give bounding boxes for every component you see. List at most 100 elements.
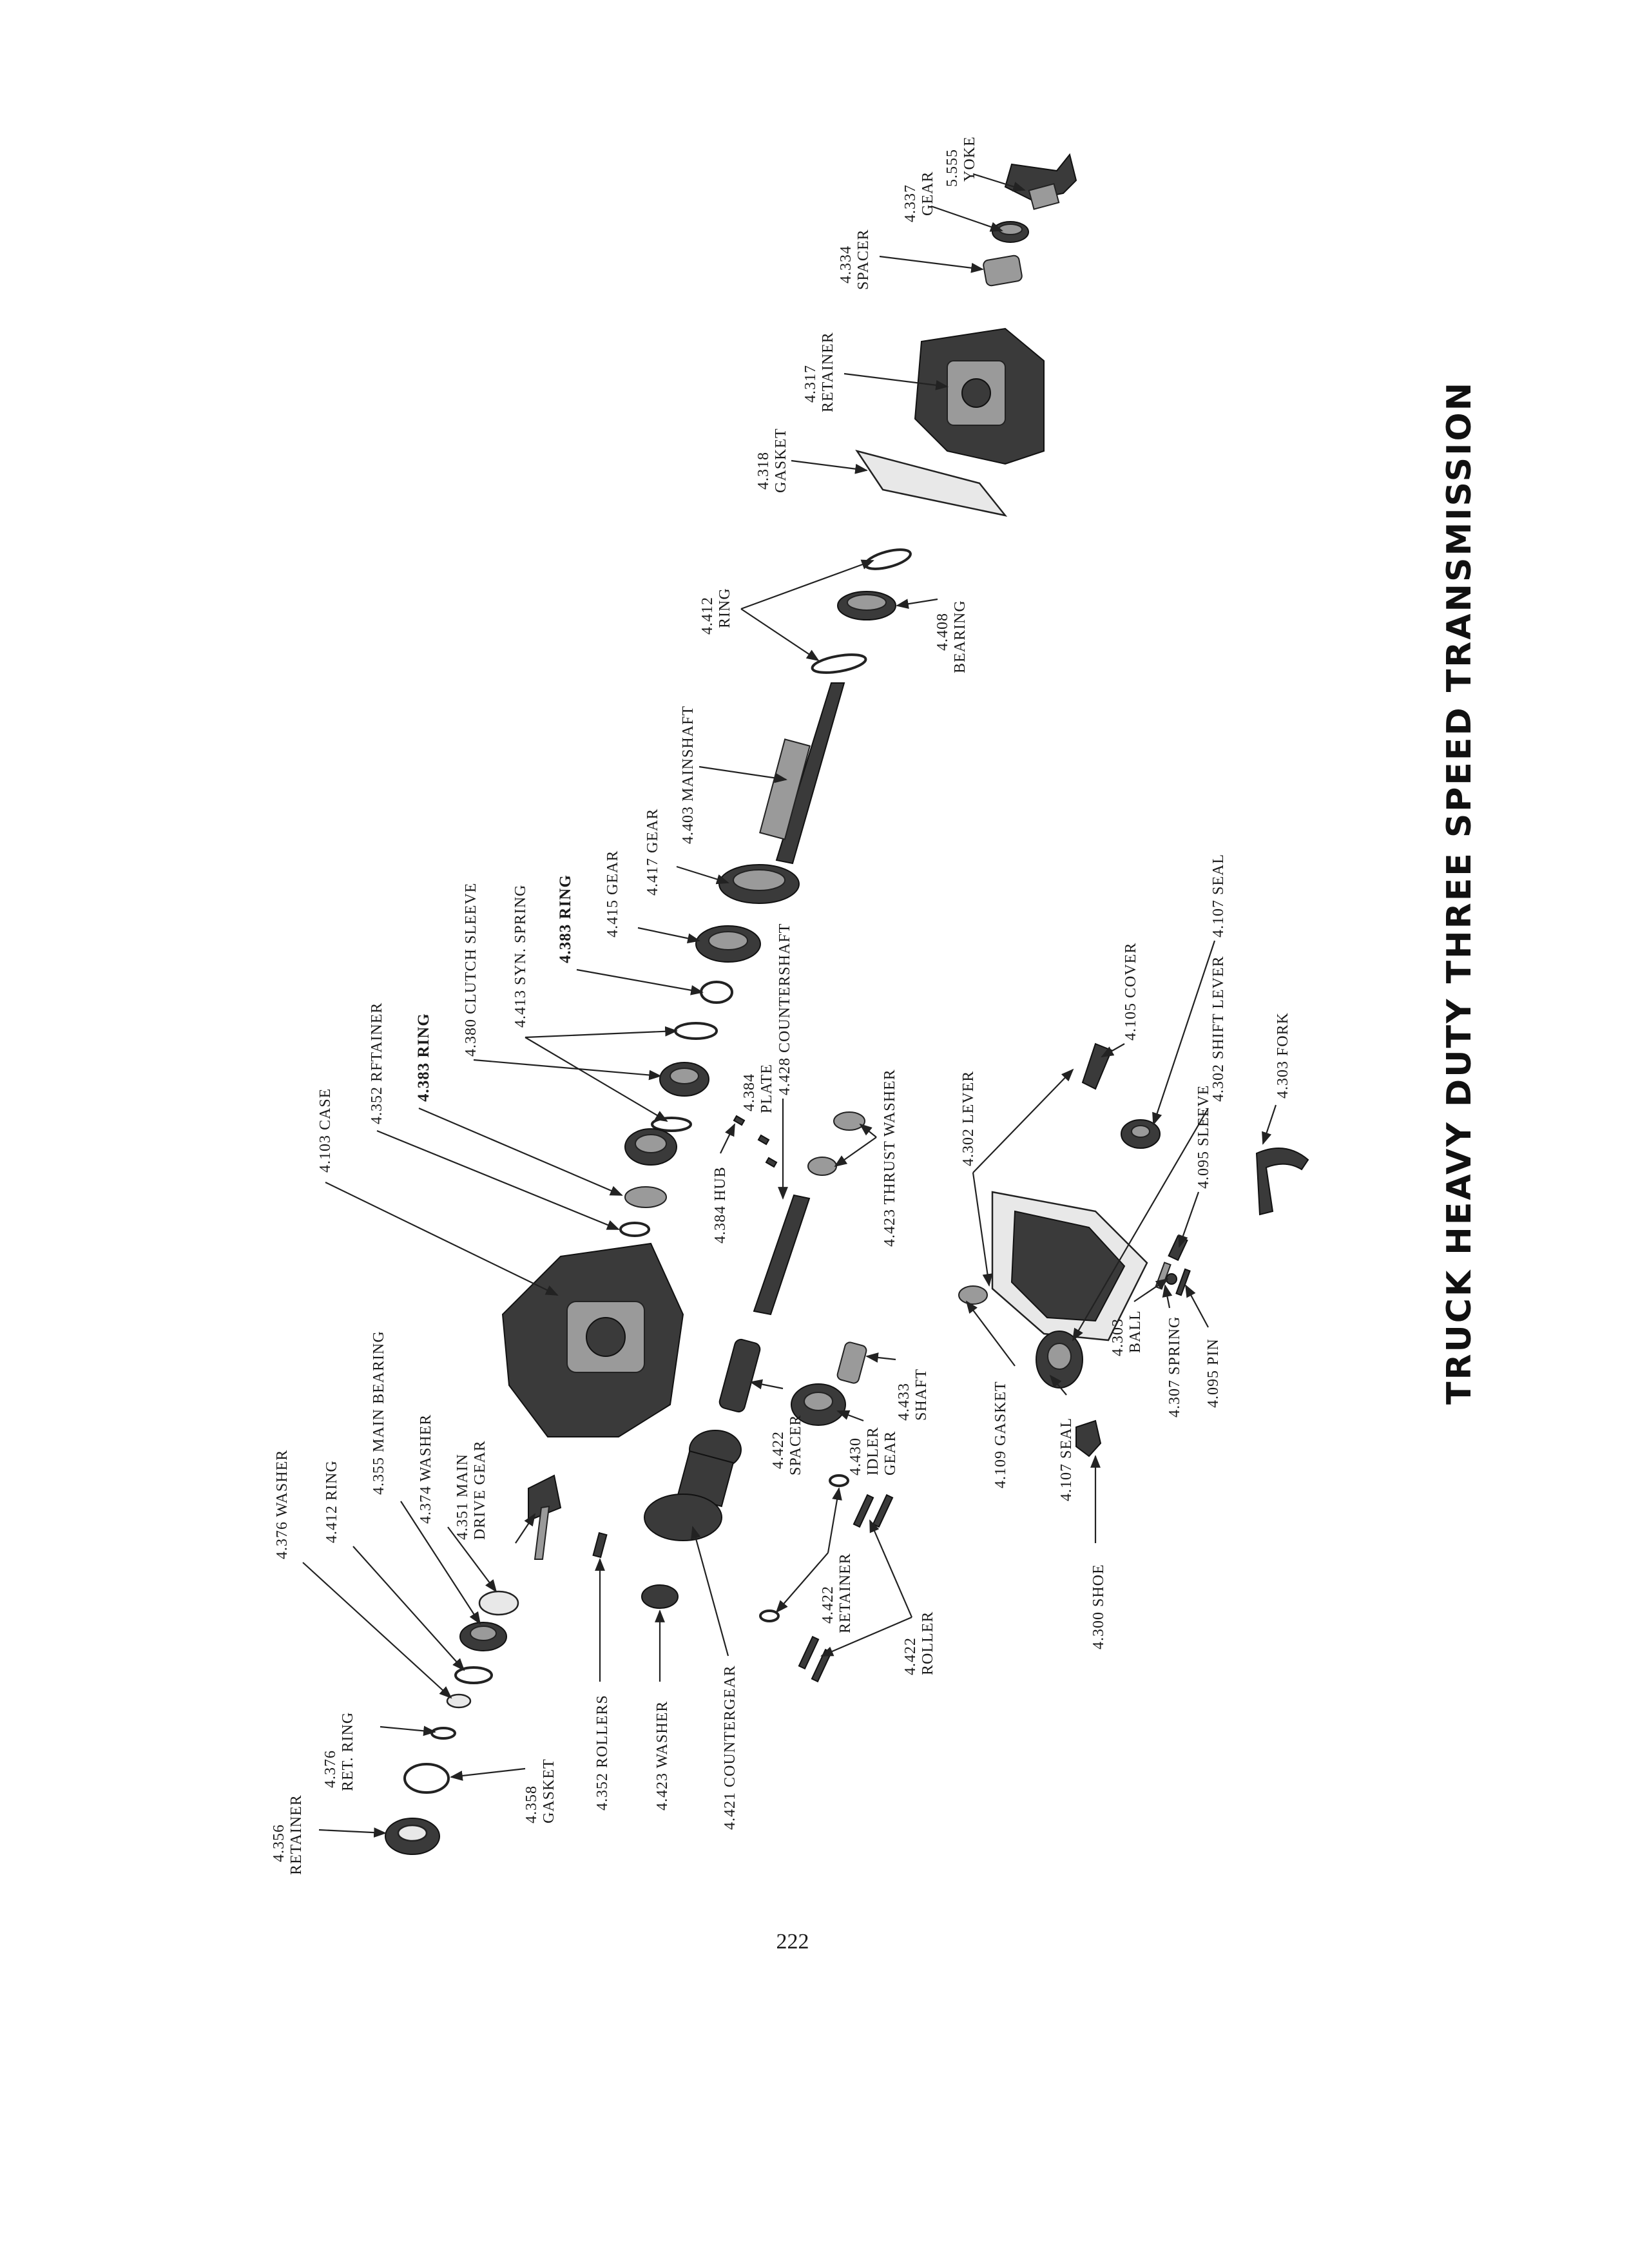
label-4337-num: 4.337 — [902, 184, 919, 222]
retainer-part-4352 — [624, 1186, 667, 1208]
label-4422-retainer-name: RETAINER — [837, 1553, 854, 1633]
label-4352-rollers: 4.352 ROLLERS — [594, 1695, 611, 1811]
label-4376-ret-num: 4.376 — [322, 1750, 339, 1788]
washer-part-4423 — [641, 1584, 679, 1609]
spacer-part-4422 — [718, 1338, 761, 1413]
lever-part-4302 — [1081, 1043, 1113, 1090]
label-4421: 4.421 COUNTERGEAR — [722, 1665, 738, 1830]
label-4412a-num: 4.412 — [699, 597, 716, 635]
label-4422-retainer-num: 4.422 — [820, 1586, 836, 1624]
hub-part-4384 — [624, 1128, 677, 1166]
label-4095-pin: 4.095 PIN — [1205, 1338, 1222, 1408]
shift-lever-part-4302 — [1036, 1331, 1083, 1389]
gear-part-4417 — [718, 864, 800, 904]
clutch-sleeve-part-4380 — [659, 1062, 709, 1097]
label-4430-name2: GEAR — [882, 1431, 899, 1475]
label-4109: 4.109 GASKET — [992, 1381, 1009, 1488]
yoke-part — [1004, 153, 1077, 210]
label-4307: 4.307 SPRING — [1166, 1316, 1183, 1418]
label-4423-washer: 4.423 WASHER — [654, 1701, 671, 1811]
case-part-4103 — [501, 1242, 684, 1437]
part-labels: 5.555 YOKE 4.337 GEAR 4.334 SPACER 4.317… — [271, 136, 1291, 1875]
label-4422-roller-num: 4.422 — [902, 1637, 919, 1675]
washer-part-4376 — [446, 1693, 472, 1709]
washer-part-4374 — [478, 1590, 519, 1616]
gasket-part-4358 — [403, 1763, 450, 1794]
label-4317-name: RETAINER — [820, 332, 836, 412]
spring-part-4413 — [674, 1022, 718, 1040]
roller-parts-4422 — [759, 1474, 894, 1683]
ring-part-4412-b — [454, 1666, 493, 1684]
ring-part-4383-lower — [619, 1222, 650, 1237]
label-4384-plate-name: PLATE — [758, 1064, 775, 1113]
label-4351-num: 4.351 MAIN — [454, 1454, 471, 1540]
label-5555-name: YOKE — [961, 136, 978, 182]
main-drive-gear-part-4351 — [528, 1474, 562, 1560]
plate-part-4384 — [733, 1115, 778, 1168]
label-4356-name: RETAINER — [288, 1794, 305, 1875]
gasket-part-4109 — [958, 1285, 988, 1305]
label-4422-roller-name: ROLLER — [920, 1611, 936, 1675]
label-4412-ring-b: 4.412 RING — [323, 1460, 340, 1543]
label-4302-lever: 4.302 LEVER — [960, 1071, 977, 1166]
label-4376-washer: 4.376 WASHER — [274, 1450, 291, 1559]
pin-part-4095 — [1175, 1268, 1191, 1296]
label-4355: 4.355 MAIN BEARING — [371, 1331, 387, 1495]
diagram-title: TRUCK HEAVY DUTY THREE SPEED TRANSMISSIO… — [1440, 381, 1479, 1405]
rollers-part-4352 — [592, 1532, 608, 1559]
seal-part-4107-upper — [1121, 1119, 1161, 1149]
label-4303-fork: 4.303 FORK — [1275, 1012, 1291, 1099]
ring-part-4383-upper — [700, 981, 733, 1004]
ring-part-4412-lower — [811, 653, 867, 674]
thrust-washer-part-4423-b — [807, 1157, 837, 1176]
countergear-part-4421 — [644, 1430, 742, 1541]
label-4302-shift: 4.302 SHIFT LEVER — [1210, 956, 1227, 1102]
label-4337-name: GEAR — [920, 171, 936, 216]
spacer-part-4334 — [983, 255, 1023, 287]
bearing-part-4408 — [837, 591, 896, 620]
sleeve-part-4095 — [1168, 1235, 1188, 1262]
label-4403: 4.403 MAINSHAFT — [680, 706, 697, 844]
label-4428: 4.428 COUNTERSHAFT — [776, 923, 793, 1095]
cover-part-4105 — [991, 1191, 1148, 1341]
label-4105: 4.105 COVER — [1123, 943, 1139, 1041]
label-4374: 4.374 WASHER — [418, 1414, 434, 1524]
label-4334-num: 4.334 — [838, 245, 854, 284]
leader-lines — [302, 173, 1277, 1838]
label-4417: 4.417 GEAR — [644, 809, 661, 896]
thrust-washer-part-4423-a — [833, 1111, 865, 1131]
fork-part-4303 — [1255, 1148, 1309, 1216]
ball-part-4303 — [1166, 1273, 1177, 1285]
label-4383-lower: 4.383 RING — [415, 1013, 432, 1102]
label-4380: 4.380 CLUTCH SLEEVE — [463, 883, 479, 1057]
label-4334-name: SPACER — [855, 229, 872, 291]
label-4358-num: 4.358 — [523, 1785, 540, 1823]
label-4303-ball-num: 4.303 — [1110, 1318, 1126, 1356]
label-4376-ret-name: RET. RING — [340, 1712, 356, 1791]
retainer-part-4356 — [385, 1818, 440, 1855]
countershaft-part-4428 — [753, 1194, 811, 1316]
main-bearing-part-4355 — [459, 1622, 507, 1651]
label-4433-name: SHAFT — [913, 1369, 930, 1421]
label-4412a-name: RING — [717, 588, 733, 628]
label-4423-thrust: 4.423 THRUST WASHER — [882, 1069, 898, 1247]
retainer-part-4317 — [914, 327, 1045, 465]
shoe-part-4300 — [1075, 1419, 1102, 1457]
label-4300: 4.300 SHOE — [1090, 1564, 1107, 1649]
label-4383-upper: 4.383 RING — [557, 874, 574, 963]
label-4107-upper: 4.107 SEAL — [1210, 854, 1227, 937]
gasket-part-4318 — [855, 449, 1008, 517]
label-4433-num: 4.433 — [896, 1383, 912, 1421]
label-4317-num: 4.317 — [802, 365, 819, 403]
ring-part-4412-upper — [864, 548, 912, 570]
label-4303-ball-name: BALL — [1127, 1310, 1144, 1353]
gear-part-4415 — [695, 925, 761, 963]
gear-part-4337 — [992, 221, 1029, 243]
label-4318-num: 4.318 — [755, 452, 772, 490]
label-4356-num: 4.356 — [271, 1824, 287, 1862]
label-4351-name: DRIVE GEAR — [472, 1440, 488, 1540]
label-4413: 4.413 SYN. SPRING — [512, 885, 529, 1028]
label-4430-num: 4.430 — [847, 1437, 864, 1475]
mainshaft-part-4403 — [759, 682, 845, 865]
label-4107-lower: 4.107 SEAL — [1058, 1418, 1075, 1501]
